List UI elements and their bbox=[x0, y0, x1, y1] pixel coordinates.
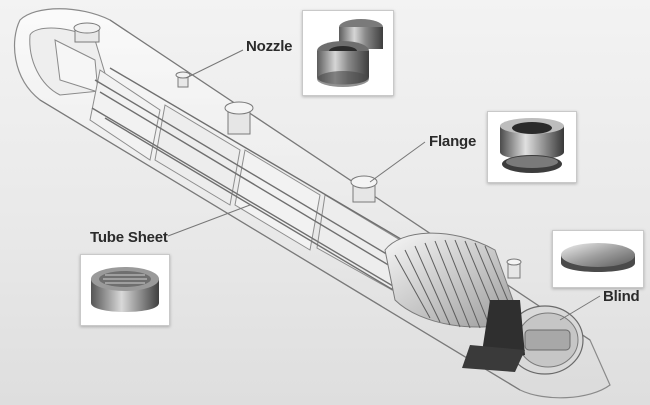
channel-head bbox=[29, 27, 111, 96]
tube-sheet-photo bbox=[80, 254, 170, 326]
tube-bundle bbox=[384, 232, 521, 329]
label-tube-sheet: Tube Sheet bbox=[90, 229, 168, 246]
label-nozzle: Nozzle bbox=[246, 38, 293, 55]
nozzle-photo bbox=[302, 10, 394, 96]
label-blind: Blind bbox=[603, 288, 640, 305]
blind-photo bbox=[552, 230, 644, 288]
shell-nozzles bbox=[73, 22, 522, 279]
flange-photo bbox=[487, 111, 577, 183]
label-flange: Flange bbox=[429, 133, 477, 150]
end-cover bbox=[462, 300, 584, 375]
tie-rods bbox=[91, 67, 446, 306]
leader-lines bbox=[167, 49, 601, 321]
